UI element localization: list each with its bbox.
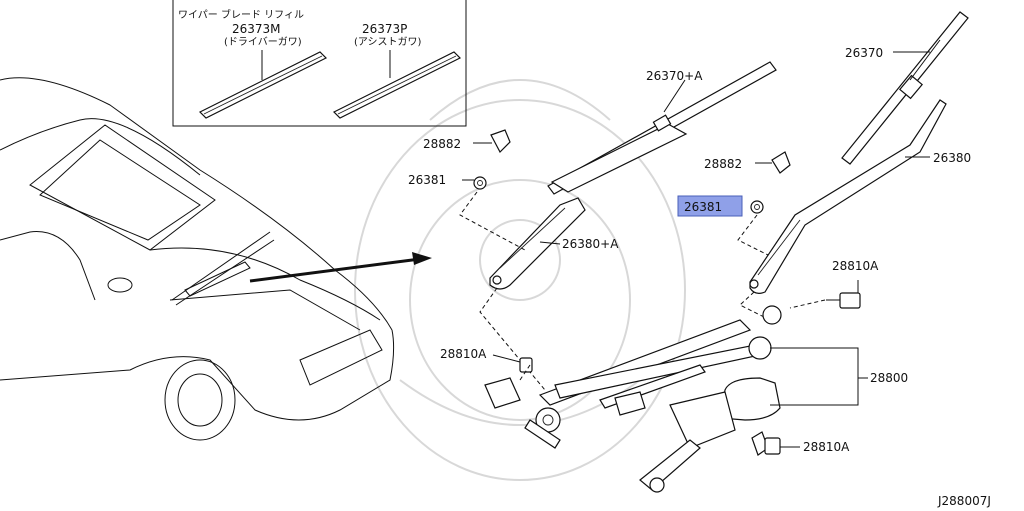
bolt-lower [764, 437, 800, 455]
highlight-26381 [677, 195, 743, 217]
pointer-arrow [249, 252, 432, 283]
label-28810a-upper[interactable]: 28810A [832, 259, 879, 273]
refill-title: ワイパー ブレード リフィル [178, 8, 304, 21]
label-28800[interactable]: 28800 [870, 371, 908, 385]
left-wiper-arm [489, 197, 586, 290]
label-26370a[interactable]: 26370+A [646, 69, 703, 83]
right-wiper-arm [749, 99, 947, 294]
refill-inset-box: ワイパー ブレード リフィル 26373M (ドライバーガワ) 26373P (… [172, 0, 467, 127]
bolt-left [492, 354, 533, 373]
label-26380[interactable]: 26380 [933, 151, 971, 165]
bolt-upper-right [826, 280, 861, 309]
car-illustration [0, 77, 395, 441]
right-nut-26381 [750, 200, 764, 214]
wiper-linkage [484, 305, 782, 449]
right-cap-28882 [755, 151, 791, 174]
driver-refill-part[interactable]: 26373M [232, 22, 281, 36]
left-cap-28882 [473, 129, 511, 153]
driver-refill-strip [198, 51, 328, 119]
diagram-id: J288007J [937, 494, 991, 508]
label-26380a[interactable]: 26380+A [562, 237, 619, 251]
assist-refill-note: (アシストガワ) [354, 36, 422, 48]
left-nut-26381 [462, 176, 487, 190]
left-wiper-blade [547, 61, 777, 195]
label-26381-left[interactable]: 26381 [408, 173, 446, 187]
label-28882-right[interactable]: 28882 [704, 157, 742, 171]
label-26381-highlight[interactable]: 26381 [684, 200, 722, 214]
motor-bracket-line [770, 347, 859, 406]
label-26370[interactable]: 26370 [845, 46, 883, 60]
label-28810a-left[interactable]: 28810A [440, 347, 487, 361]
wiper-motor [639, 377, 781, 493]
label-28810a-lower[interactable]: 28810A [803, 440, 850, 454]
driver-refill-note: (ドライバーガワ) [224, 36, 302, 48]
right-wiper-blade [841, 11, 969, 165]
assist-refill-part[interactable]: 26373P [362, 22, 407, 36]
assist-refill-strip [332, 51, 462, 119]
label-28882-left[interactable]: 28882 [423, 137, 461, 151]
